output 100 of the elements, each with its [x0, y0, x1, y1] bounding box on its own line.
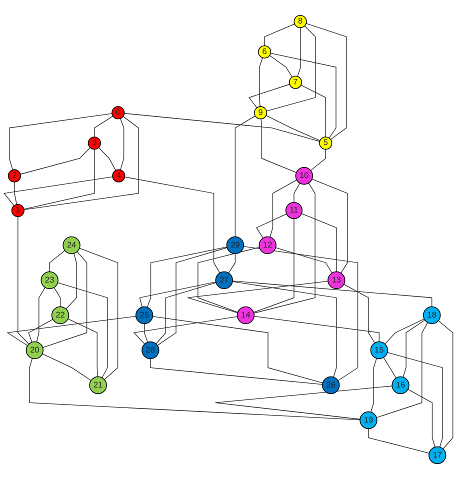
node-circle: 3 [88, 136, 101, 150]
node-circle: 2 [8, 169, 22, 182]
connector [438, 320, 454, 450]
connector [294, 182, 300, 203]
connector [54, 287, 61, 308]
connector [68, 318, 98, 378]
connector [266, 26, 316, 112]
connector [120, 118, 124, 170]
node-circle: 27 [215, 271, 233, 290]
node-circle: 8 [294, 14, 307, 28]
connector [297, 27, 301, 77]
connector [344, 284, 376, 344]
connector [386, 352, 443, 448]
connector [270, 52, 336, 138]
node-circle: 0 [112, 106, 125, 120]
connector [376, 322, 428, 418]
connector [49, 250, 66, 272]
connector [269, 55, 293, 78]
connector [14, 182, 18, 205]
connector [253, 218, 294, 313]
connector [243, 246, 358, 381]
connector [301, 213, 337, 272]
connector [42, 251, 88, 348]
connector [370, 358, 377, 412]
connector [383, 357, 396, 378]
node-circle: 4 [112, 169, 126, 182]
connector [402, 320, 426, 378]
connector [310, 148, 326, 171]
connector [228, 253, 236, 274]
node-circle: 23 [40, 271, 58, 290]
node-circle: 9 [254, 106, 268, 120]
connector [300, 84, 326, 138]
connector [256, 214, 287, 238]
connector [150, 358, 323, 385]
connector [232, 280, 432, 308]
connector [254, 182, 316, 314]
connector [232, 281, 337, 378]
connector [124, 176, 220, 274]
connector [94, 116, 114, 138]
node-circle: 22 [51, 306, 70, 324]
node-circle: 12 [258, 236, 276, 254]
node-circle: 14 [236, 306, 255, 324]
node-circle: 20 [26, 341, 44, 360]
connector [20, 147, 90, 175]
connector [306, 23, 347, 140]
connector [187, 280, 328, 314]
connector [156, 282, 216, 344]
node-circle: 26 [322, 376, 340, 394]
node-circle: 11 [285, 202, 303, 220]
node-circle: 15 [370, 341, 388, 360]
connector [6, 316, 136, 346]
connector [264, 24, 295, 46]
connector [157, 247, 228, 346]
connector [66, 253, 77, 310]
connector [214, 386, 392, 420]
connector [24, 148, 95, 210]
connector [368, 428, 430, 454]
connector [57, 282, 108, 378]
connector [198, 246, 260, 313]
connector [146, 246, 228, 308]
connector [270, 180, 298, 238]
connector [8, 113, 112, 170]
node-circle: 24 [62, 236, 80, 254]
node-circle: 29 [226, 236, 244, 254]
connector [248, 84, 290, 108]
connector [42, 354, 92, 381]
node-circle: 6 [258, 45, 272, 58]
connector [24, 116, 139, 210]
node-circle: 16 [392, 376, 410, 394]
connector [29, 358, 360, 420]
connector [98, 147, 116, 171]
node-circle: 7 [288, 76, 302, 89]
connector [254, 316, 380, 342]
connector [275, 247, 332, 274]
connector [144, 323, 148, 343]
node-circle: 28 [142, 341, 160, 360]
connector [28, 318, 54, 343]
connector [234, 116, 256, 238]
connector [260, 118, 297, 173]
connector [79, 248, 118, 380]
connector [384, 318, 425, 344]
node-circle: 18 [423, 306, 441, 324]
node-circle: 10 [295, 167, 313, 185]
connector [266, 115, 320, 141]
connector [36, 287, 46, 342]
connector [312, 178, 348, 274]
connector [259, 57, 263, 107]
connector [4, 176, 113, 206]
connector [139, 282, 216, 308]
connector [133, 316, 238, 344]
connector [152, 316, 324, 384]
connector [408, 388, 436, 448]
node-circle: 1 [11, 204, 24, 218]
node-circle: 19 [360, 411, 378, 430]
node-circle: 5 [319, 136, 332, 150]
node-circle: 21 [89, 376, 107, 394]
connector [124, 113, 320, 142]
node-circle: 25 [135, 306, 154, 324]
connector [18, 216, 30, 344]
node-circle: 13 [328, 271, 346, 290]
